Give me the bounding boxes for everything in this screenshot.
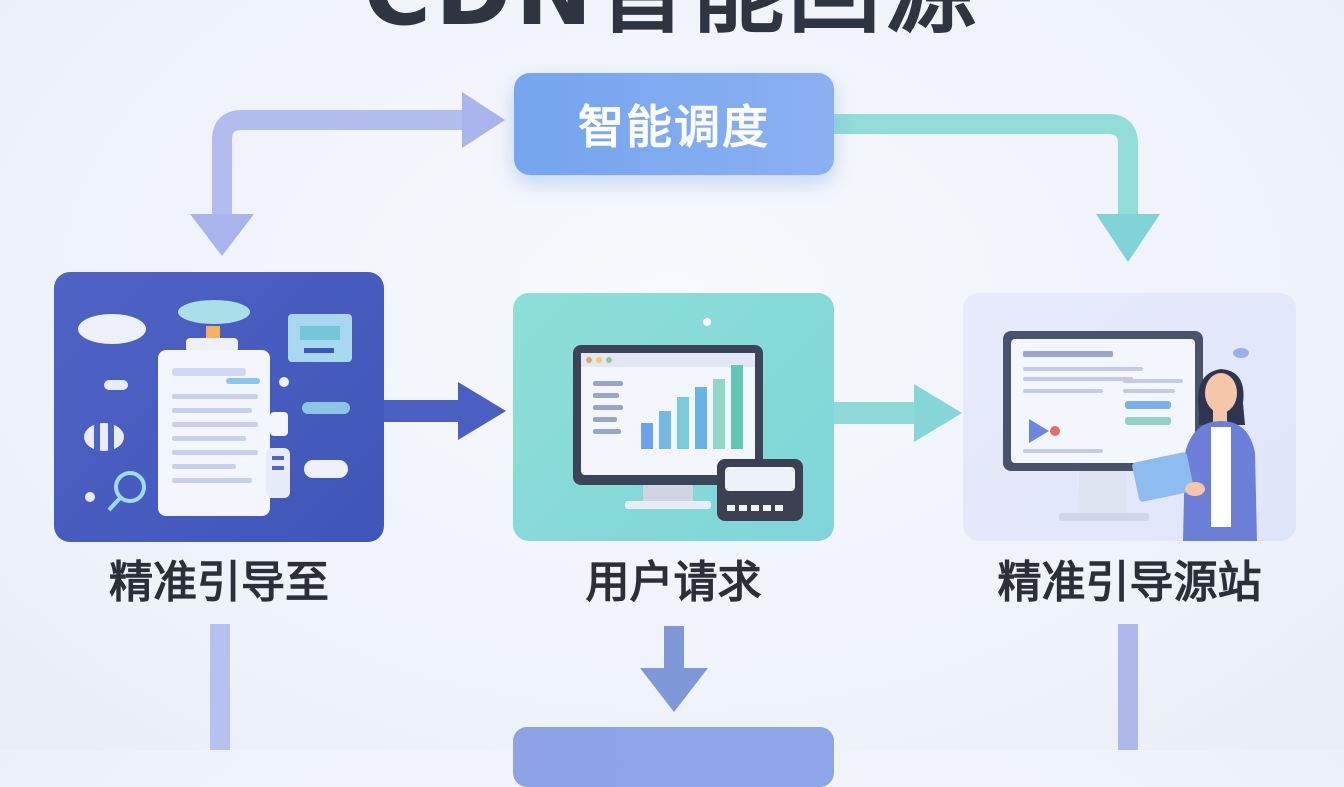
scheduling-node: 智能调度	[514, 73, 834, 175]
arrowhead-into-center-card	[458, 382, 506, 440]
right-down-line	[1118, 624, 1138, 750]
arrow-center-down-shaft	[664, 626, 684, 674]
left-down-line	[210, 624, 230, 750]
arrow-left-to-center-shaft	[384, 400, 464, 422]
diagram-title: CDN智能回源	[0, 0, 1344, 48]
left-node-label: 精准引导至	[109, 557, 329, 608]
right-illustration-card	[963, 293, 1296, 541]
arrowhead-into-right-card	[914, 384, 962, 442]
arrow-center-to-right-shaft	[834, 402, 920, 424]
arrow-left-to-top	[212, 110, 470, 230]
right-node-label: 精准引导源站	[997, 557, 1262, 608]
arrow-top-to-right	[834, 114, 1138, 222]
person-with-monitor-illustration	[1003, 331, 1257, 541]
document-checklist-illustration	[78, 300, 352, 516]
arrowhead-into-top-box	[462, 92, 505, 148]
arrowhead-down-to-right-card	[1096, 214, 1160, 262]
left-illustration-card	[54, 272, 384, 542]
scheduling-label: 智能调度	[578, 100, 770, 154]
center-node-label: 用户请求	[585, 557, 762, 608]
arrowhead-down-to-bottom	[640, 668, 708, 712]
bottom-node	[513, 727, 834, 787]
computer-bar-chart-illustration	[573, 318, 803, 521]
arrowhead-down-to-left-card	[190, 214, 254, 256]
connector-arrows	[190, 92, 1160, 750]
center-illustration-card	[513, 293, 834, 541]
